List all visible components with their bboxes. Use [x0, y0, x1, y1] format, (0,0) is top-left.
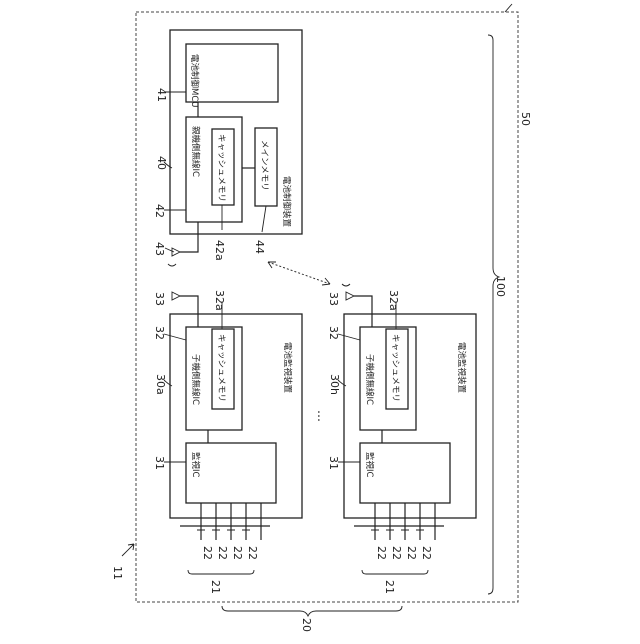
radio-wave-33h [342, 284, 350, 286]
ref-30a: 30a [154, 374, 167, 395]
ref-44: 44 [253, 240, 266, 254]
monitor-ic-30h-label: 監視IC [364, 452, 375, 478]
ref-21-a: 21 [209, 580, 222, 594]
monitor-ic-30a-label: 監視IC [190, 452, 201, 478]
ref-22-h3: 22 [405, 546, 418, 560]
ref-22-a2: 22 [216, 546, 229, 560]
ref-32-a: 32 [153, 326, 166, 340]
wireless-link-arrow-end [322, 278, 330, 285]
bracket-21-a [188, 570, 254, 574]
ref-33-a: 33 [153, 292, 166, 306]
ref-43: 43 [153, 242, 166, 256]
child-wireless-ic-30a-label: 子機側無線IC [190, 354, 201, 405]
ref-22-a3: 22 [231, 546, 244, 560]
antenna-33h [346, 292, 354, 300]
ref-21-h: 21 [383, 580, 396, 594]
antenna-33a [172, 292, 180, 300]
leader-50 [505, 4, 512, 12]
bracket-21-h [362, 570, 428, 574]
ellipsis: … [315, 410, 329, 422]
ref-22-h4: 22 [420, 546, 433, 560]
arrow-11 [122, 544, 134, 556]
ref-32a-h: 32a [387, 290, 400, 311]
battery-control-device-label: 電池制御装置 [281, 176, 292, 228]
bracket-20 [222, 606, 402, 616]
ref-41: 41 [155, 88, 168, 102]
battery-control-mcu-label: 電池制御MCU [189, 54, 200, 108]
ref-22-h1: 22 [375, 546, 388, 560]
bracket-100 [488, 35, 499, 594]
ref-42a: 42a [213, 240, 226, 261]
main-memory-label: メインメモリ [259, 140, 269, 191]
ref-32a-a: 32a [213, 290, 226, 311]
ref-20: 20 [300, 618, 313, 632]
radio-wave-43 [168, 264, 176, 266]
ref-30h: 30h [328, 374, 341, 395]
ref-33-h: 33 [327, 292, 340, 306]
ref-31-h: 31 [327, 456, 340, 470]
ref-11: 11 [111, 566, 124, 580]
parent-wireless-ic-label: 親機側無線IC [190, 126, 201, 177]
ref-22-a4: 22 [246, 546, 259, 560]
ref-40: 40 [155, 156, 168, 170]
ref-42: 42 [153, 204, 166, 218]
ref-31-a: 31 [153, 456, 166, 470]
ref-100: 100 [494, 276, 507, 297]
battery-monitor-device-30h-label: 電池監視装置 [456, 342, 467, 394]
cache-memory-30h-label: キャッシュメモリ [390, 334, 400, 402]
wireless-link [268, 262, 330, 284]
child-wireless-ic-30h-label: 子機側無線IC [364, 354, 375, 405]
ref-50: 50 [519, 112, 532, 126]
ref-22-h2: 22 [390, 546, 403, 560]
cache-memory-42a-label: キャッシュメモリ [216, 134, 226, 202]
ref-32-h: 32 [327, 326, 340, 340]
ref-22-a1: 22 [201, 546, 214, 560]
battery-monitor-device-30a-label: 電池監視装置 [282, 342, 293, 394]
cache-memory-30a-label: キャッシュメモリ [216, 334, 226, 402]
